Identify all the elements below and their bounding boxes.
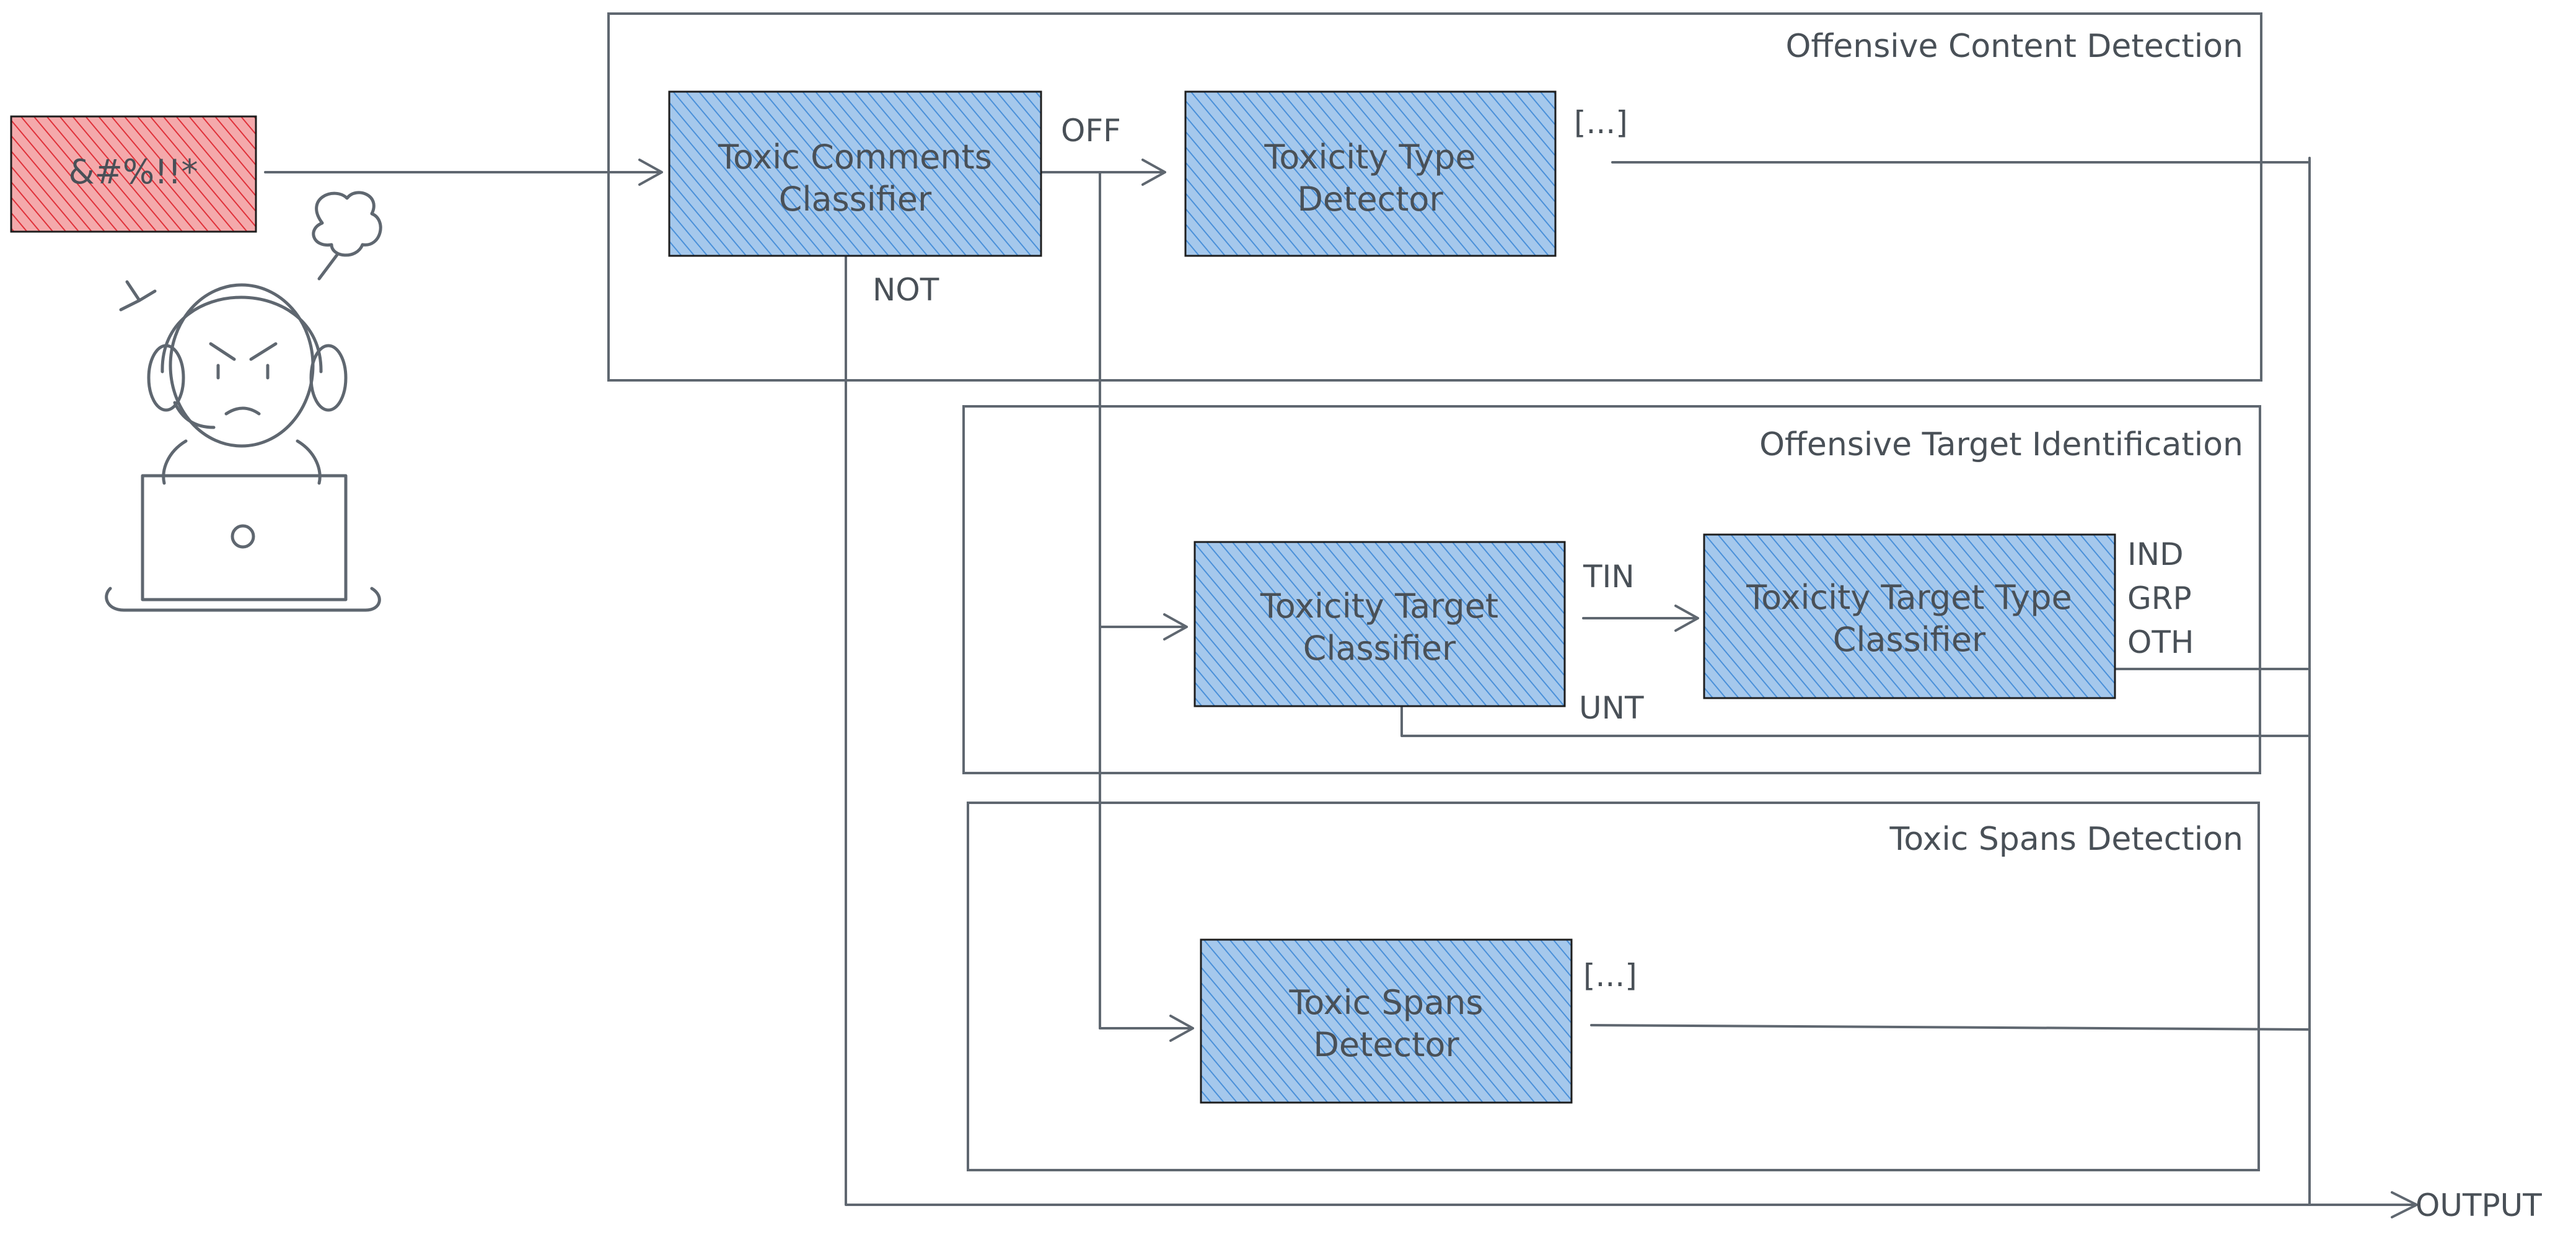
edge-label-unt: UNT bbox=[1579, 690, 1644, 726]
arrow-off-to-type-detector bbox=[1039, 159, 1166, 186]
edge-label-tin: TIN bbox=[1583, 559, 1635, 595]
section-toxic-spans-detection: Toxic Spans Detection bbox=[967, 802, 2260, 1171]
node-label-line2: Detector bbox=[1313, 1025, 1459, 1064]
arrow-tin-to-target-type bbox=[1582, 605, 1699, 632]
line-not-to-output bbox=[845, 254, 2418, 1218]
section-title-offensive: Offensive Content Detection bbox=[1786, 28, 2244, 65]
edge-label-type-ellipsis: [...] bbox=[1574, 105, 1628, 141]
node-label-line1: Toxicity Type bbox=[1264, 138, 1475, 177]
input-text-box: &#%!!* bbox=[10, 115, 257, 233]
arrow-to-target-classifier bbox=[1099, 613, 1188, 640]
node-label-line2: Classifier bbox=[1833, 620, 1986, 659]
node-label-line2: Classifier bbox=[1303, 629, 1456, 668]
input-text: &#%!!* bbox=[69, 152, 198, 191]
node-label-line2: Classifier bbox=[779, 180, 932, 219]
line-spans-to-output bbox=[1590, 1024, 2311, 1031]
edge-label-grp: GRP bbox=[2127, 580, 2192, 616]
edge-label-spans-ellipsis: [...] bbox=[1583, 958, 1637, 994]
section-title-spans: Toxic Spans Detection bbox=[1889, 821, 2243, 858]
output-label: OUTPUT bbox=[2416, 1187, 2542, 1223]
arrow-to-spans-detector bbox=[1099, 1015, 1194, 1042]
node-label-line1: Toxic Spans bbox=[1288, 983, 1483, 1022]
line-unt-to-output bbox=[1400, 705, 2311, 737]
node-toxicity-type-detector: Toxicity Type Detector bbox=[1184, 90, 1557, 257]
connectors bbox=[264, 157, 2418, 1218]
edge-label-off: OFF bbox=[1061, 113, 1121, 149]
section-offensive-content-detection: Offensive Content Detection bbox=[607, 12, 2262, 382]
section-offensive-target-identification: Offensive Target Identification bbox=[962, 405, 2261, 774]
section-title-target: Offensive Target Identification bbox=[1759, 426, 2243, 463]
edge-label-oth: OTH bbox=[2127, 624, 2194, 660]
edge-label-not: NOT bbox=[873, 272, 939, 308]
node-toxic-comments-classifier: Toxic Comments Classifier bbox=[668, 90, 1042, 257]
arrow-input-to-classifier bbox=[264, 159, 663, 186]
anger-symbol-icon bbox=[119, 280, 157, 312]
laptop-icon bbox=[105, 474, 381, 612]
node-label-line1: Toxicity Target Type bbox=[1746, 578, 2072, 617]
edge-label-ind: IND bbox=[2127, 536, 2184, 572]
node-toxic-spans-detector: Toxic Spans Detector bbox=[1200, 938, 1573, 1104]
node-toxicity-target-classifier: Toxicity Target Classifier bbox=[1193, 541, 1566, 707]
node-toxicity-target-type-classifier: Toxicity Target Type Classifier bbox=[1703, 533, 2116, 699]
anger-puff-icon bbox=[312, 191, 382, 281]
node-label-line2: Detector bbox=[1297, 180, 1443, 219]
user-with-headset-icon bbox=[147, 283, 348, 485]
node-label-line1: Toxic Comments bbox=[718, 138, 992, 177]
node-label-line1: Toxicity Target bbox=[1260, 587, 1498, 626]
